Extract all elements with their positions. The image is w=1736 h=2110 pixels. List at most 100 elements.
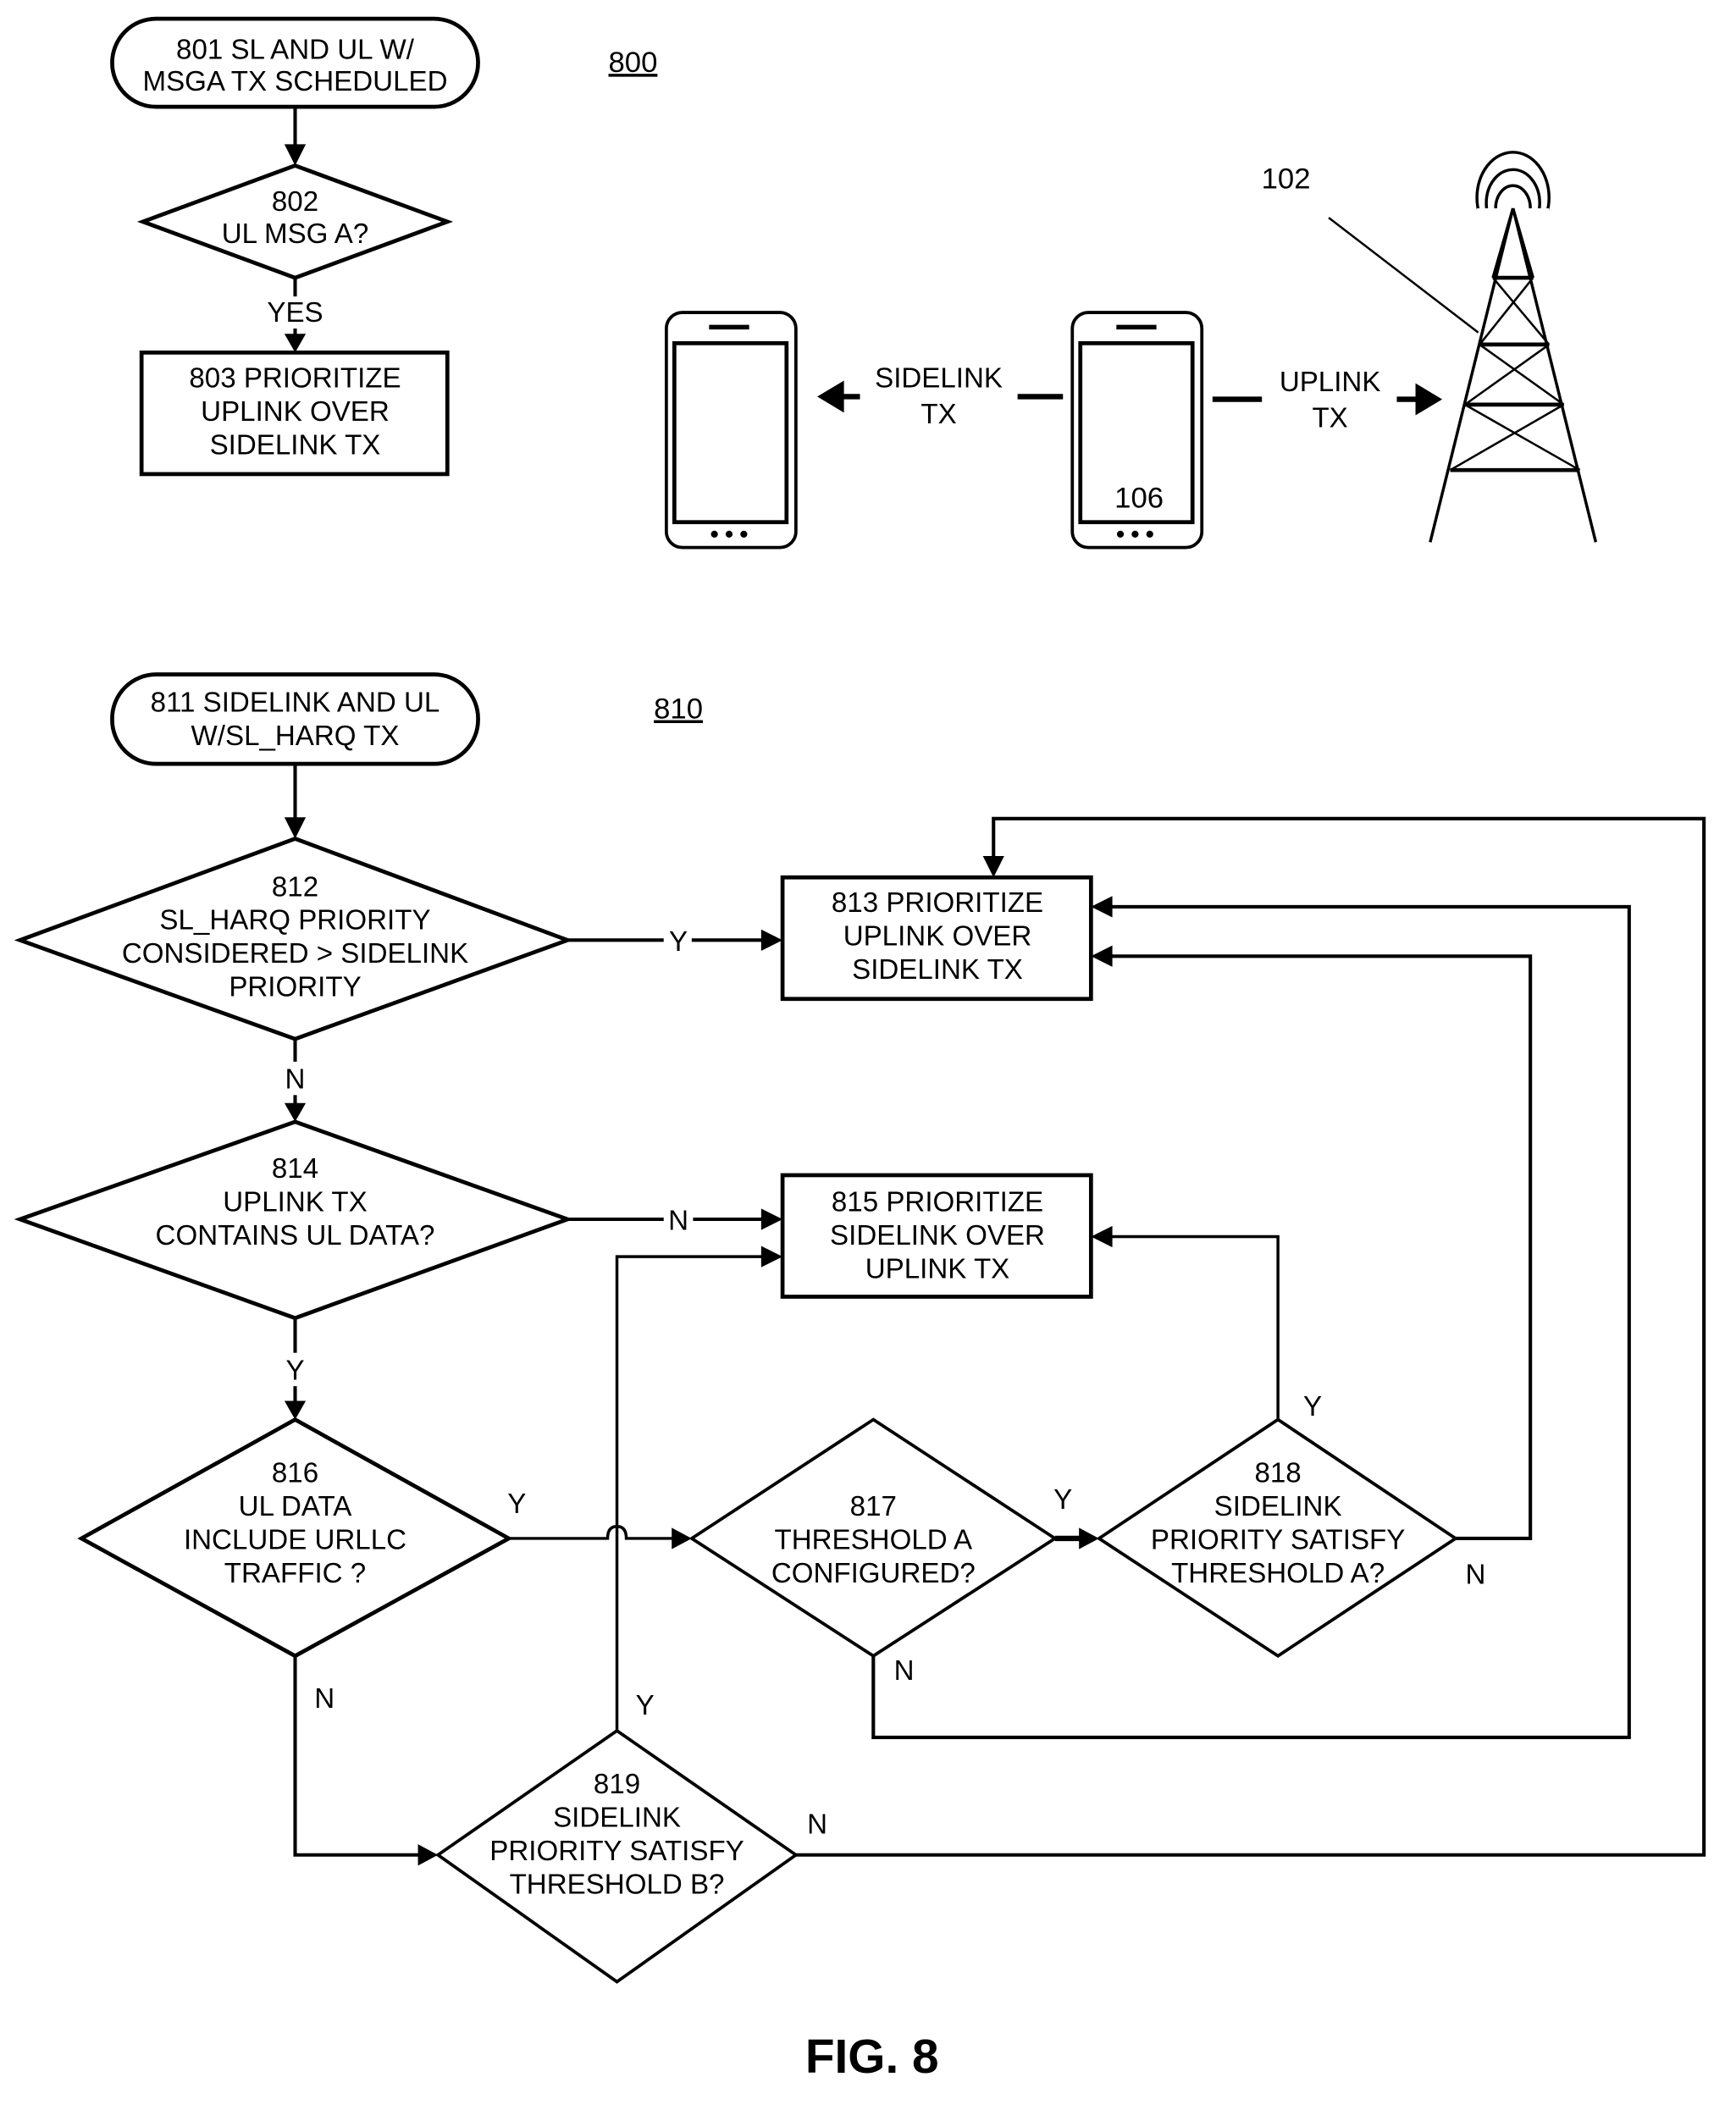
arrow-head-icon [1091,1226,1112,1247]
base-station-ref-label: 102 [1262,163,1311,195]
edge-label-814-815: N [668,1206,688,1237]
node-818-line-1: 818 [1254,1458,1301,1489]
arrow-head-icon [761,1208,782,1229]
node-813-line-1: 813 PRIORITIZE [832,887,1043,919]
node-819-line-2: SIDELINK [553,1803,681,1834]
base-station-tower-icon: 102 [1262,152,1596,543]
node-814-line-2: UPLINK TX [223,1187,367,1218]
node-812-line-2: SL_HARQ PRIORITY [159,905,430,936]
edge-label-yes: YES [267,297,323,329]
node-812: 812 SL_HARQ PRIORITY CONSIDERED > SIDELI… [20,838,568,1039]
diagram-810-ref: 810 [654,693,703,726]
arrow-head-icon [285,817,306,838]
arrow-head-icon [1091,896,1112,917]
edge-816-817 [509,1527,676,1538]
arrow-head-icon [672,1527,692,1549]
edge-label-816-819: N [314,1683,334,1715]
node-819-line-4: THRESHOLD B? [510,1869,725,1900]
diagram-800-ref: 800 [609,47,658,79]
node-816-line-1: 816 [272,1458,318,1489]
edge-819-815 [617,1257,770,1731]
node-817-line-3: CONFIGURED? [771,1558,976,1589]
node-812-line-4: PRIORITY [229,972,361,1003]
edge-label-812-814: N [285,1063,306,1095]
diagram-810: 810 811 SIDELINK AND UL W/SL_HARQ TX 812… [20,674,1705,1981]
arrow-head-icon [285,334,306,352]
node-801-line-2: MSGA TX SCHEDULED [143,66,448,97]
node-814: 814 UPLINK TX CONTAINS UL DATA? [20,1122,568,1318]
node-819-line-3: PRIORITY SATISFY [489,1836,744,1867]
node-802-line-1: 802 [272,186,318,218]
ue-ref-label: 106 [1114,482,1164,514]
arrow-head-icon [418,1844,439,1865]
node-817-line-1: 817 [850,1491,897,1522]
node-816-line-3: INCLUDE URLLC [184,1525,406,1556]
node-813: 813 PRIORITIZE UPLINK OVER SIDELINK TX [782,877,1091,999]
node-816-line-2: UL DATA [239,1491,353,1522]
node-811-line-2: W/SL_HARQ TX [191,721,400,752]
arrow-head-icon [1416,384,1443,416]
ue-106-phone-icon: 106 [1072,312,1202,548]
edge-818-815 [1106,1237,1278,1420]
sidelink-label-line-2: TX [921,399,956,430]
node-819: 819 SIDELINK PRIORITY SATISFY THRESHOLD … [438,1731,796,1982]
uplink-tx-arrow: UPLINK TX [1213,367,1442,434]
node-811: 811 SIDELINK AND UL W/SL_HARQ TX [112,674,478,764]
edge-label-819-813: N [807,1809,827,1841]
node-803-line-3: SIDELINK TX [210,429,381,461]
arrow-head-icon [1091,946,1112,967]
edge-label-812-813: Y [669,926,688,958]
node-819-line-1: 819 [594,1769,640,1800]
node-813-line-2: UPLINK OVER [843,921,1032,953]
node-814-line-3: CONTAINS UL DATA? [156,1220,435,1251]
node-817: 817 THRESHOLD A CONFIGURED? [692,1420,1055,1656]
node-803-line-2: UPLINK OVER [201,396,390,428]
sidelink-label-line-1: SIDELINK [875,362,1003,394]
node-818-line-3: PRIORITY SATISFY [1151,1525,1405,1556]
uplink-label-line-2: TX [1312,403,1347,434]
peer-ue-phone-icon [666,312,796,548]
edge-label-818-815: Y [1303,1391,1322,1422]
node-816: 816 UL DATA INCLUDE URLLC TRAFFIC ? [81,1420,509,1656]
node-815-line-1: 815 PRIORITIZE [832,1187,1043,1218]
node-818-line-2: SIDELINK [1214,1491,1342,1522]
node-801-line-1: 801 SL AND UL W/ [176,34,415,65]
edge-label-817-818: Y [1053,1484,1072,1516]
edge-label-818-813: N [1466,1560,1486,1591]
arrow-head-icon [761,930,782,951]
node-812-line-3: CONSIDERED > SIDELINK [122,938,468,969]
edge-label-816-817: Y [507,1489,526,1520]
node-802-line-2: UL MSG A? [222,218,369,250]
node-815: 815 PRIORITIZE SIDELINK OVER UPLINK TX [782,1175,1091,1297]
node-818-line-4: THRESHOLD A? [1171,1558,1385,1589]
node-817-line-2: THRESHOLD A [774,1525,973,1556]
edge-label-814-816: Y [285,1355,304,1386]
node-803: 803 PRIORITIZE UPLINK OVER SIDELINK TX [141,352,447,474]
node-816-line-4: TRAFFIC ? [224,1558,366,1589]
diagram-800: 800 801 SL AND UL W/ MSGA TX SCHEDULED 8… [112,19,1595,548]
edge-label-817-813: N [894,1655,915,1687]
arrow-head-icon [1079,1527,1099,1549]
node-811-line-1: 811 SIDELINK AND UL [151,688,440,719]
node-818: 818 SIDELINK PRIORITY SATISFY THRESHOLD … [1099,1420,1456,1656]
arrow-head-icon [983,856,1004,877]
arrow-head-icon [285,1400,306,1419]
uplink-label-line-1: UPLINK [1280,367,1381,398]
node-814-line-1: 814 [272,1153,318,1185]
edge-label-819-815: Y [636,1690,655,1721]
node-801: 801 SL AND UL W/ MSGA TX SCHEDULED [112,19,478,107]
node-815-line-2: SIDELINK OVER [830,1220,1045,1251]
arrow-head-icon [285,144,306,165]
node-812-line-1: 812 [272,871,318,903]
node-802: 802 UL MSG A? [143,166,448,278]
node-803-line-1: 803 PRIORITIZE [189,362,401,394]
arrow-head-icon [761,1246,782,1268]
figure-title: FIG. 8 [805,2030,939,2084]
base-station-leader-line [1329,218,1479,333]
arrow-head-icon [285,1103,306,1122]
sidelink-tx-arrow: SIDELINK TX [817,362,1063,430]
node-815-line-3: UPLINK TX [865,1253,1009,1284]
arrow-head-icon [817,381,844,413]
node-813-line-3: SIDELINK TX [852,954,1023,986]
